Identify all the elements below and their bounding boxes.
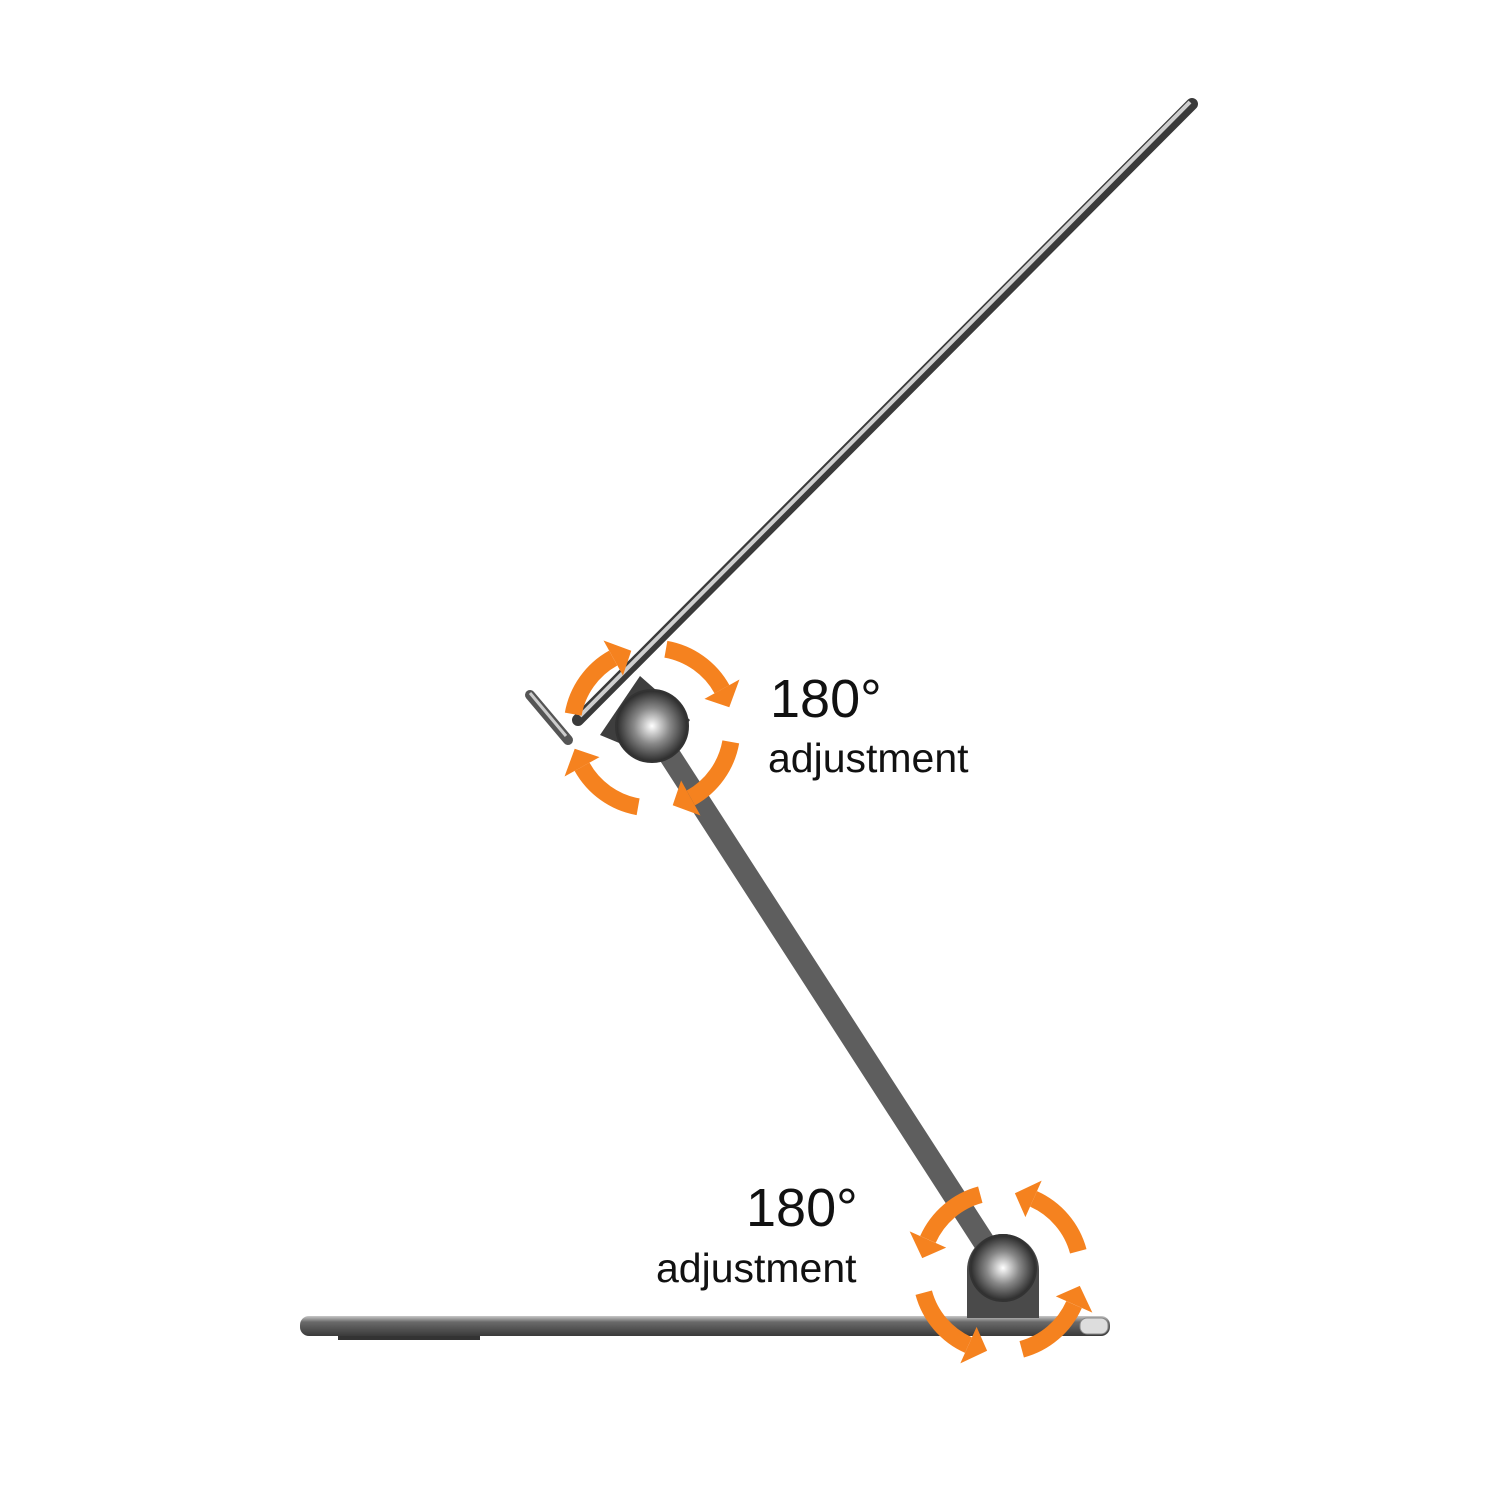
arrowhead <box>1014 1180 1042 1218</box>
rotation-arc <box>686 740 740 806</box>
lower-angle-label: 180° <box>746 1178 858 1238</box>
upper-hinge <box>600 676 690 763</box>
arrowhead <box>672 780 701 816</box>
rotation-arc <box>920 1186 983 1244</box>
arrowhead <box>909 1231 947 1259</box>
tablet-holder-panel <box>525 98 1198 745</box>
arrowhead <box>564 748 600 777</box>
rotation-arc <box>664 640 730 694</box>
lower-adjustment-label: adjustment <box>656 1245 857 1291</box>
rotation-arc <box>564 650 618 716</box>
lower-hinge <box>967 1234 1039 1318</box>
arrowhead <box>704 679 740 708</box>
rotation-arc <box>915 1290 973 1353</box>
upper-angle-label: 180° <box>770 669 882 729</box>
stand-base <box>300 1316 1110 1340</box>
rotation-arc <box>1019 1300 1082 1358</box>
stand-arm <box>642 722 1012 1276</box>
arrowhead <box>603 640 632 676</box>
arrowhead <box>960 1326 988 1364</box>
arrowhead <box>1055 1285 1093 1313</box>
upper-adjustment-label: adjustment <box>768 735 969 781</box>
rotation-arc <box>574 762 640 816</box>
rotate-counterclockwise-icon <box>909 1180 1093 1364</box>
rotate-clockwise-icon <box>564 640 740 816</box>
rotation-arc <box>1029 1191 1087 1254</box>
